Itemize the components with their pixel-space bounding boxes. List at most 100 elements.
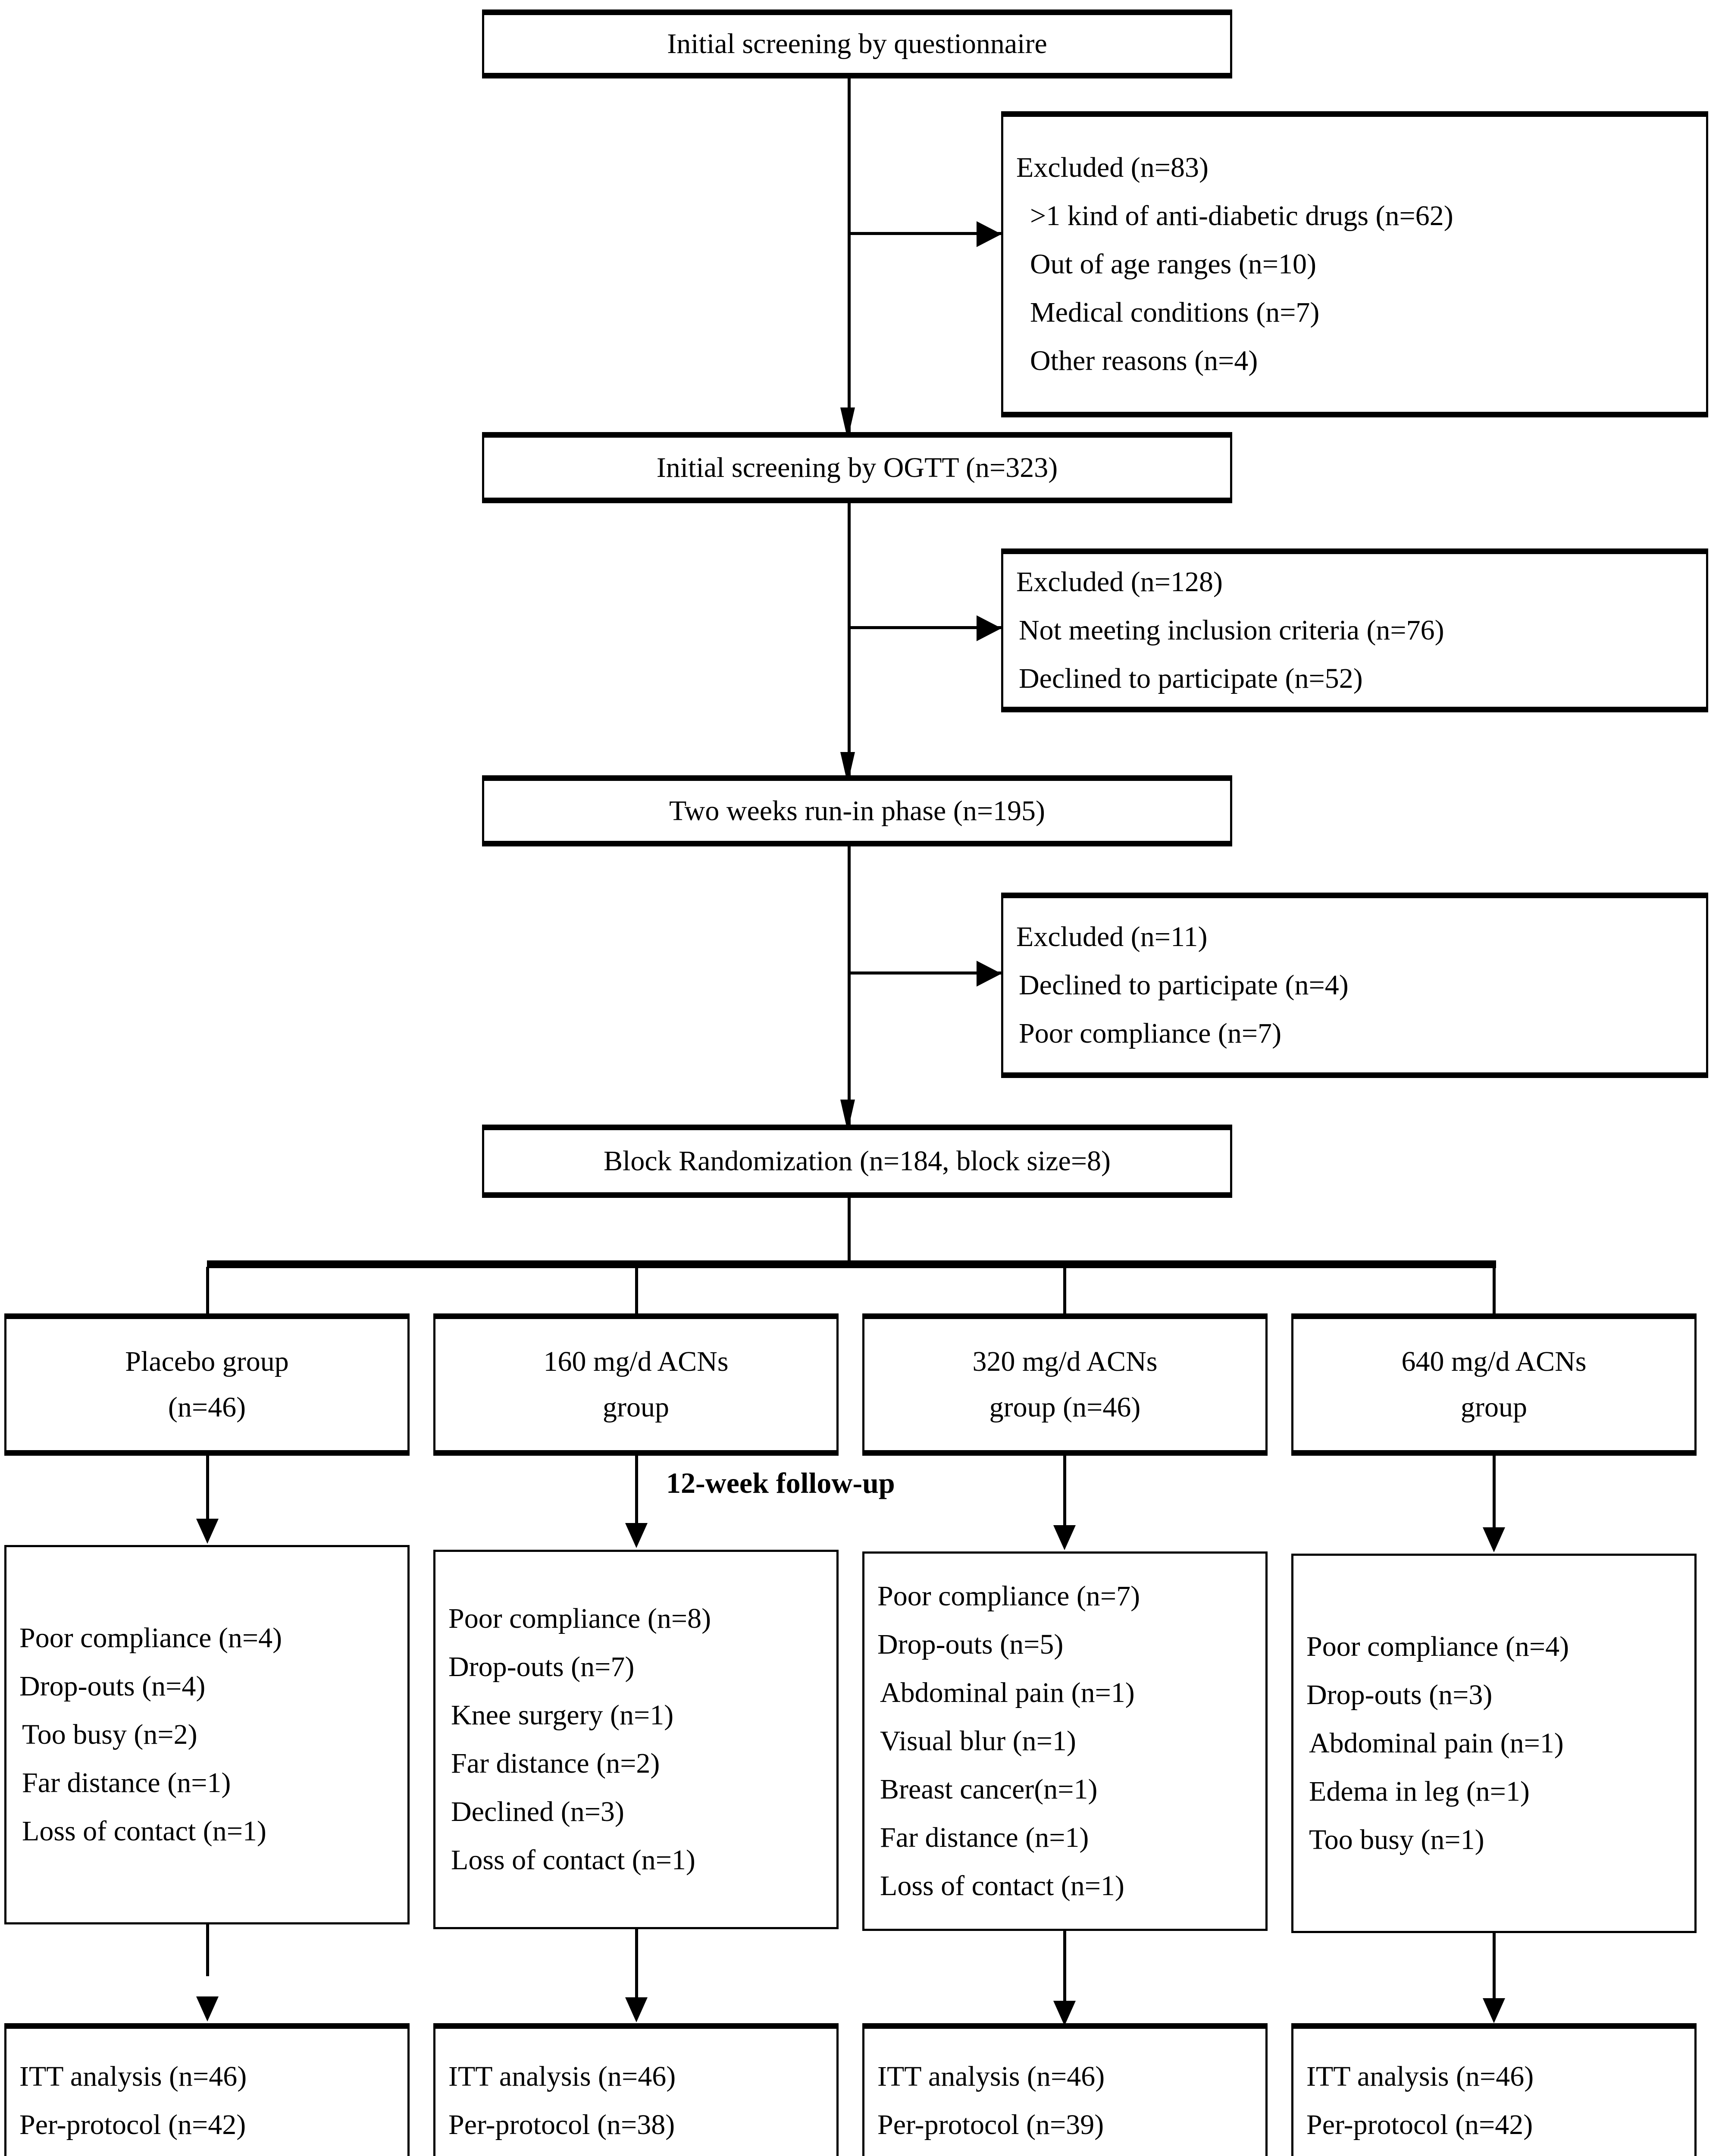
excluded-1-reason: Medical conditions (n=7): [1030, 297, 1320, 328]
connector-questionnaire-to-ogtt: [848, 78, 851, 436]
node-attrition-acn160: Poor compliance (n=8) Drop-outs (n=7) Kn…: [433, 1550, 839, 1929]
node-initial-screening-questionnaire: Initial screening by questionnaire: [482, 9, 1232, 78]
node-analysis-acn320: ITT analysis (n=46) Per-protocol (n=39): [862, 2023, 1268, 2156]
arrow-attrition-to-analysis-acn640: [1483, 1998, 1505, 2023]
attrition-dropouts: Drop-outs (n=3): [1306, 1679, 1493, 1711]
arrow-attrition-to-analysis-placebo: [196, 1996, 219, 2021]
attrition-poor-compliance: Poor compliance (n=8): [448, 1603, 711, 1634]
node-attrition-acn640: Poor compliance (n=4) Drop-outs (n=3) Ab…: [1291, 1554, 1697, 1933]
excluded-1-reason: >1 kind of anti-diabetic drugs (n=62): [1030, 200, 1453, 232]
connector-placebo-to-attrition: [206, 1456, 209, 1529]
analysis-itt: ITT analysis (n=46): [877, 2061, 1105, 2092]
node-attrition-acn320: Poor compliance (n=7) Drop-outs (n=5) Ab…: [862, 1551, 1268, 1931]
node-attrition-placebo: Poor compliance (n=4) Drop-outs (n=4) To…: [4, 1545, 410, 1924]
attrition-reason: Loss of contact (n=1): [22, 1815, 266, 1847]
attrition-dropouts: Drop-outs (n=4): [19, 1670, 206, 1702]
attrition-reason: Visual blur (n=1): [880, 1725, 1076, 1757]
connector-randomization-stem: [848, 1198, 851, 1263]
node-label: Two weeks run-in phase (n=195): [669, 795, 1046, 827]
connector-attrition-to-analysis-acn160: [635, 1929, 638, 1998]
arm-title-line: group: [603, 1391, 669, 1423]
arm-title-line: 640 mg/d ACNs: [1401, 1346, 1587, 1377]
connector-ogtt-to-runin: [848, 503, 851, 783]
connector-attrition-to-analysis-acn320: [1063, 1931, 1066, 2004]
arm-title-line: (n=46): [168, 1391, 246, 1423]
node-analysis-acn640: ITT analysis (n=46) Per-protocol (n=42): [1291, 2023, 1697, 2156]
node-arm-title-acn320: 320 mg/d ACNs group (n=46): [862, 1313, 1268, 1456]
node-label: Initial screening by questionnaire: [667, 28, 1047, 60]
attrition-reason: Far distance (n=2): [451, 1748, 660, 1779]
excluded-3-reason: Poor compliance (n=7): [1019, 1018, 1282, 1049]
attrition-reason: Breast cancer(n=1): [880, 1774, 1098, 1805]
attrition-dropouts: Drop-outs (n=5): [877, 1629, 1064, 1660]
analysis-per-protocol: Per-protocol (n=42): [19, 2109, 246, 2140]
arrow-acn160-to-attrition: [625, 1523, 648, 1548]
attrition-reason: Declined (n=3): [451, 1796, 624, 1827]
connector-to-excluded-1: [848, 232, 1003, 235]
attrition-reason: Far distance (n=1): [880, 1822, 1089, 1853]
connector-attrition-to-analysis-placebo: [206, 1924, 209, 1976]
arrow-to-excluded-1: [977, 221, 1002, 247]
excluded-1-reason: Other reasons (n=4): [1030, 345, 1258, 376]
connector-attrition-to-analysis-acn640: [1493, 1933, 1496, 2002]
arrow-acn640-to-attrition: [1483, 1527, 1505, 1552]
node-arm-title-acn160: 160 mg/d ACNs group: [433, 1313, 839, 1456]
excluded-1-header: Excluded (n=83): [1016, 152, 1209, 183]
attrition-reason: Abdominal pain (n=1): [880, 1677, 1135, 1708]
attrition-reason: Too busy (n=1): [1309, 1824, 1484, 1855]
arrow-acn320-to-attrition: [1053, 1525, 1076, 1550]
attrition-poor-compliance: Poor compliance (n=4): [1306, 1631, 1569, 1662]
attrition-reason: Loss of contact (n=1): [880, 1870, 1124, 1902]
excluded-2-reason: Declined to participate (n=52): [1019, 663, 1363, 694]
node-analysis-acn160: ITT analysis (n=46) Per-protocol (n=38): [433, 2023, 839, 2156]
arm-title-line: 320 mg/d ACNs: [972, 1346, 1158, 1377]
node-excluded-1: Excluded (n=83) >1 kind of anti-diabetic…: [1001, 111, 1708, 417]
analysis-itt: ITT analysis (n=46): [19, 2061, 247, 2092]
arrow-to-excluded-3: [977, 961, 1002, 987]
attrition-reason: Edema in leg (n=1): [1309, 1776, 1530, 1807]
node-initial-screening-ogtt: Initial screening by OGTT (n=323): [482, 432, 1232, 503]
analysis-itt: ITT analysis (n=46): [1306, 2061, 1534, 2092]
connector-to-excluded-3: [848, 971, 1003, 975]
attrition-poor-compliance: Poor compliance (n=4): [19, 1622, 282, 1654]
attrition-poor-compliance: Poor compliance (n=7): [877, 1580, 1140, 1612]
arrow-to-excluded-2: [977, 615, 1002, 641]
excluded-3-reason: Declined to participate (n=4): [1019, 969, 1349, 1001]
excluded-2-header: Excluded (n=128): [1016, 566, 1223, 598]
connector-acn640-to-attrition: [1493, 1456, 1496, 1538]
node-label: Block Randomization (n=184, block size=8…: [603, 1145, 1111, 1177]
node-block-randomization: Block Randomization (n=184, block size=8…: [482, 1125, 1232, 1198]
arm-title-line: group: [1461, 1391, 1527, 1423]
node-run-in-phase: Two weeks run-in phase (n=195): [482, 775, 1232, 846]
analysis-per-protocol: Per-protocol (n=38): [448, 2109, 675, 2140]
analysis-itt: ITT analysis (n=46): [448, 2061, 676, 2092]
distribution-bar: [207, 1260, 1496, 1268]
excluded-3-header: Excluded (n=11): [1016, 921, 1208, 953]
arrow-attrition-to-analysis-acn160: [625, 1997, 648, 2022]
arrow-attrition-to-analysis-acn320: [1053, 2001, 1076, 2026]
arm-title-line: 160 mg/d ACNs: [543, 1346, 729, 1377]
analysis-per-protocol: Per-protocol (n=42): [1306, 2109, 1533, 2140]
connector-to-excluded-2: [848, 626, 1003, 629]
excluded-1-reason: Out of age ranges (n=10): [1030, 248, 1316, 280]
node-excluded-3: Excluded (n=11) Declined to participate …: [1001, 893, 1708, 1078]
connector-acn320-to-attrition: [1063, 1456, 1066, 1536]
attrition-reason: Too busy (n=2): [22, 1719, 197, 1750]
attrition-reason: Abdominal pain (n=1): [1309, 1727, 1564, 1759]
node-arm-title-placebo: Placebo group (n=46): [4, 1313, 410, 1456]
node-excluded-2: Excluded (n=128) Not meeting inclusion c…: [1001, 548, 1708, 712]
attrition-reason: Loss of contact (n=1): [451, 1844, 695, 1876]
node-arm-title-acn640: 640 mg/d ACNs group: [1291, 1313, 1697, 1456]
arm-title-line: Placebo group: [125, 1346, 289, 1377]
attrition-reason: Far distance (n=1): [22, 1767, 231, 1799]
node-analysis-placebo: ITT analysis (n=46) Per-protocol (n=42): [4, 2023, 410, 2156]
connector-acn160-to-attrition: [635, 1456, 638, 1533]
arm-title-line: group (n=46): [989, 1391, 1141, 1423]
node-label: Initial screening by OGTT (n=323): [656, 451, 1058, 483]
arrow-placebo-to-attrition: [196, 1519, 219, 1544]
analysis-per-protocol: Per-protocol (n=39): [877, 2109, 1104, 2140]
followup-label: 12-week follow-up: [666, 1467, 895, 1499]
attrition-reason: Knee surgery (n=1): [451, 1699, 674, 1731]
connector-runin-to-randomization: [848, 846, 851, 1131]
